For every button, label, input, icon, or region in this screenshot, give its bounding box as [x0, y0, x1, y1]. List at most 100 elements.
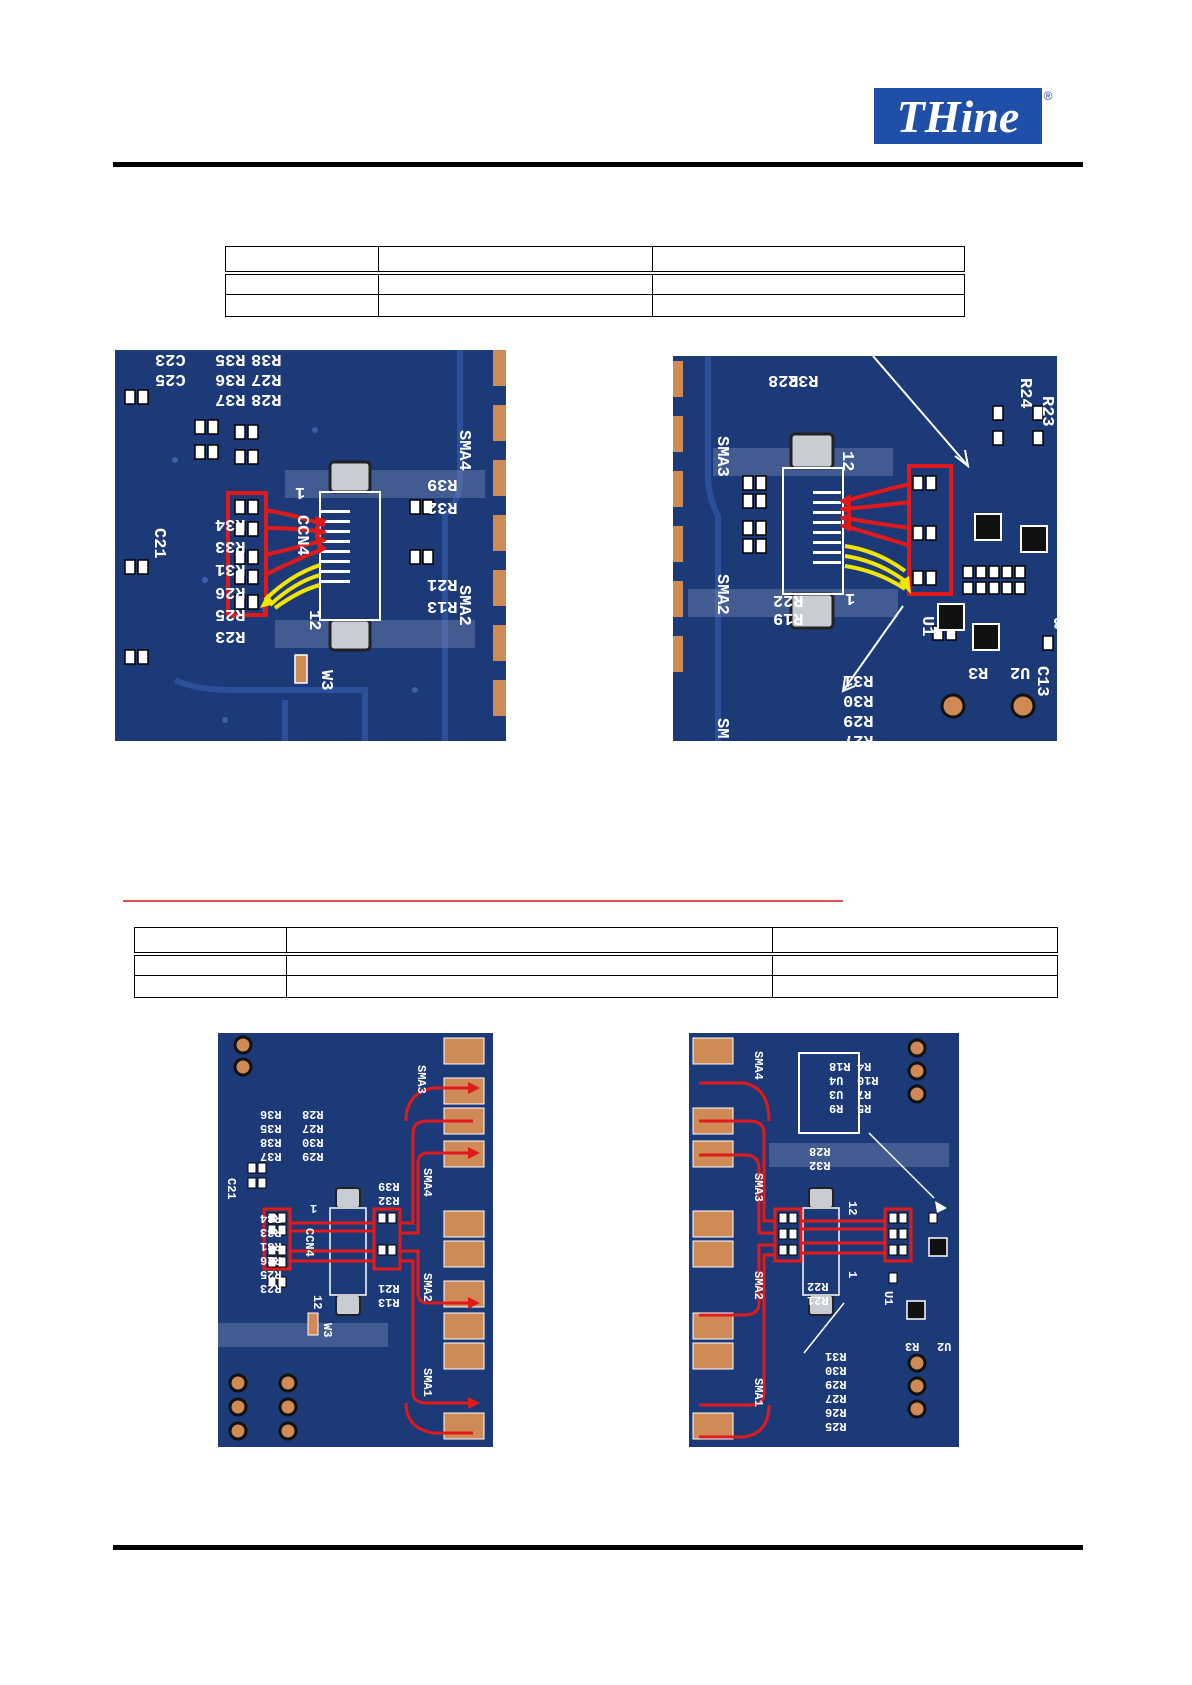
table-cell: [377, 294, 654, 317]
silkscreen-label: C13: [1032, 666, 1051, 697]
silkscreen-label: 12: [837, 451, 856, 471]
silkscreen-label: R21: [378, 1281, 400, 1295]
silkscreen-label: R31: [260, 1239, 282, 1253]
silkscreen-label: R22: [807, 1279, 829, 1293]
silkscreen-label: SMA4: [751, 1051, 765, 1080]
silkscreen-label: C25: [155, 369, 186, 388]
table-cell: [377, 246, 654, 275]
silkscreen-label: R25: [825, 1419, 847, 1433]
table-cell: [652, 272, 965, 295]
silkscreen-label: 1: [845, 588, 855, 607]
pcb-photo-top-left: C23 C25 R35 R36 R37 R38 R27 R28 C21 R34 …: [115, 350, 506, 741]
table-cell: [652, 294, 965, 317]
silkscreen-label: R39: [378, 1179, 400, 1193]
silkscreen-label: SMA4: [454, 430, 473, 471]
silkscreen-label: R26: [825, 1405, 847, 1419]
red-underline: [123, 900, 843, 902]
silkscreen-label: R29: [302, 1149, 324, 1163]
table-cell: [285, 927, 774, 956]
table-cell: [134, 953, 287, 976]
silkscreen-label: R13: [378, 1295, 400, 1309]
silkscreen-label: R30: [302, 1135, 324, 1149]
silkscreen-label: 1: [845, 1271, 859, 1278]
silkscreen-label: C21: [149, 528, 168, 559]
silkscreen-label: SMA4: [420, 1168, 434, 1197]
table-cell: [134, 975, 287, 998]
silkscreen-label: R21: [427, 574, 458, 593]
silkscreen-label: R5: [857, 1101, 871, 1115]
silkscreen-label: SMA3: [414, 1065, 428, 1094]
silkscreen-label: U1: [917, 616, 936, 636]
silkscreen-label: CCN4: [292, 515, 311, 556]
silkscreen-label: SMA2: [420, 1273, 434, 1302]
table-cell: [652, 246, 965, 275]
pcb-photo-bottom-right: SMA4 R4 R10 R7 R5 R18 U4 U3 R9 R28 R32 S…: [689, 1033, 959, 1447]
table-cell: [377, 272, 654, 295]
silkscreen-label: R28: [251, 389, 282, 408]
silkscreen-label: R27: [251, 369, 282, 388]
silkscreen-label: R23: [215, 626, 246, 645]
table-cell: [285, 975, 774, 998]
silkscreen-label: R19: [773, 608, 804, 627]
registered-mark: ®: [1044, 89, 1053, 103]
table-cell: [225, 294, 379, 317]
silkscreen-label: R30: [825, 1363, 847, 1377]
thine-logo: THine ®: [874, 88, 1053, 144]
silkscreen-label: R36: [215, 369, 246, 388]
silkscreen-label: R38: [251, 350, 282, 368]
logo-text: THine: [897, 91, 1020, 142]
silkscreen-label: R33: [215, 536, 246, 555]
silkscreen-label: W3: [320, 1323, 334, 1337]
silkscreen-label: R28: [809, 1144, 831, 1158]
silkscreen-label: R28: [768, 370, 799, 389]
silkscreen-label: R27: [302, 1121, 324, 1135]
silkscreen-label: R25: [260, 1267, 282, 1281]
header-rule: [113, 162, 1083, 167]
silkscreen-label: R4: [857, 1059, 871, 1073]
silkscreen-label: SMA2: [712, 574, 731, 615]
silkscreen-label: R27: [825, 1391, 847, 1405]
silkscreen-label: C23: [155, 350, 186, 368]
table-cell: [134, 927, 287, 956]
table-cell: [772, 927, 1058, 956]
silkscreen-label: SM: [712, 718, 731, 738]
table-cell: [772, 953, 1058, 976]
silkscreen-label: U4: [829, 1073, 843, 1087]
silkscreen-label: R3: [968, 662, 988, 681]
silkscreen-label: R31: [843, 670, 874, 689]
silkscreen-label: R34: [260, 1211, 282, 1225]
silkscreen-label: R37: [215, 389, 246, 408]
silkscreen-label: R32: [788, 370, 819, 389]
silkscreen-label: R28: [302, 1107, 324, 1121]
silkscreen-label: SMA3: [751, 1173, 765, 1202]
silkscreen-label: R13: [427, 596, 458, 615]
silkscreen-label: R29: [825, 1377, 847, 1391]
footer-rule: [113, 1545, 1083, 1550]
pcb-photo-top-right: SMA3 R32 R28 R24 R23 12 SMA2 R22 R19 1 U…: [673, 356, 1057, 741]
table-cell: [225, 272, 379, 295]
silkscreen-label: R18: [829, 1059, 851, 1073]
silkscreen-label: SMA2: [751, 1271, 765, 1300]
silkscreen-label: R34: [215, 514, 246, 533]
silkscreen-label: R38: [260, 1135, 282, 1149]
silkscreen-label: 12: [845, 1201, 859, 1215]
silkscreen-label: R8: [1053, 612, 1057, 631]
silkscreen-label: W3: [316, 670, 335, 690]
silkscreen-label: SMA2: [454, 585, 473, 626]
silkscreen-label: CCN4: [302, 1228, 316, 1257]
table-cell: [225, 246, 379, 275]
pcb-photo-bottom-left: SMA3 R36 R35 R38 R37 R28 R27 R30 R29 C21…: [218, 1033, 493, 1447]
top-table: [225, 246, 965, 317]
silkscreen-label: R26: [215, 582, 246, 601]
silkscreen-label: U2: [1010, 662, 1030, 681]
silkscreen-label: C21: [224, 1178, 238, 1200]
silkscreen-label: SMA1: [420, 1368, 434, 1397]
silkscreen-label: R32: [809, 1158, 831, 1172]
silkscreen-label: U2: [937, 1339, 951, 1353]
silkscreen-label: 1: [295, 482, 305, 501]
silkscreen-label: R3: [905, 1339, 919, 1353]
silkscreen-label: R32: [378, 1193, 400, 1207]
silkscreen-label: R33: [260, 1225, 282, 1239]
silkscreen-label: R31: [215, 559, 246, 578]
silkscreen-label: R9: [829, 1101, 843, 1115]
